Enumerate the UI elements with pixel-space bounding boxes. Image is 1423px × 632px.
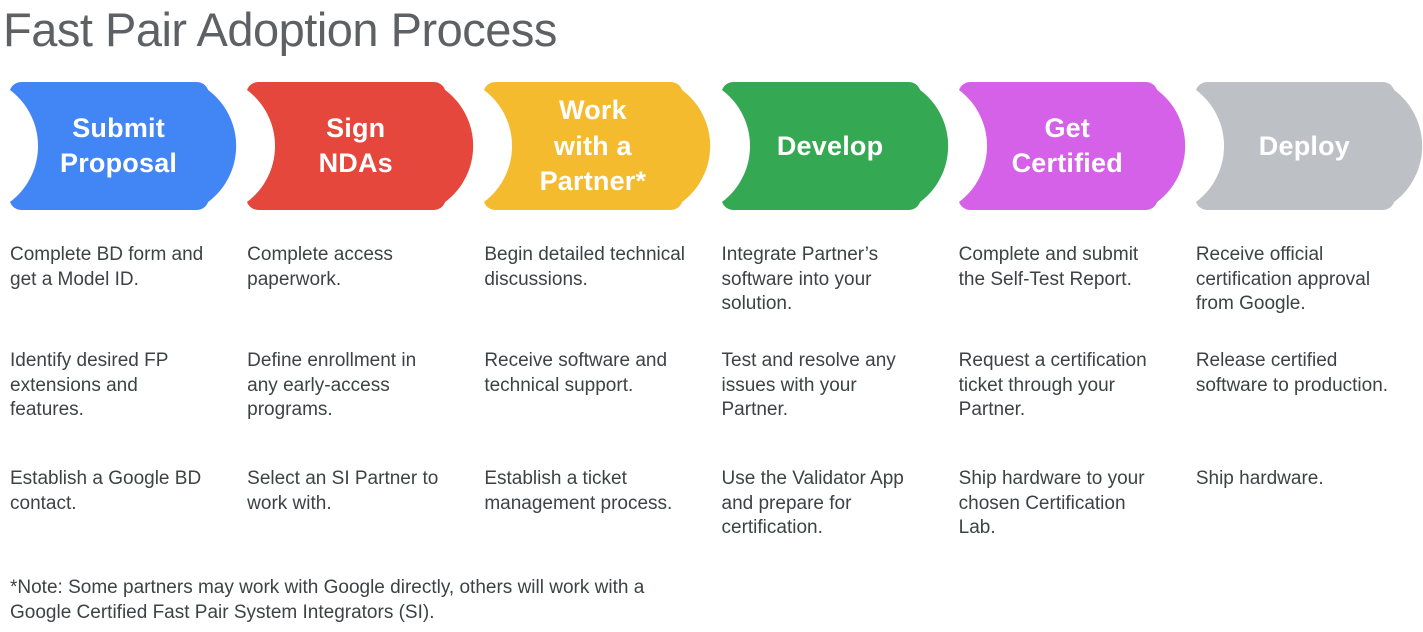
stage-banner: Sign NDAs [237, 82, 474, 211]
stage-step: Receive official certification approval … [1195, 244, 1371, 315]
stage-title: Get Certified [1011, 112, 1123, 179]
stage-step: Receive software and technical support. [484, 350, 668, 396]
stage-step: Define enrollment in any early-access pr… [247, 350, 417, 421]
banner-shape-icon [484, 82, 711, 211]
banner-shape-icon [247, 82, 474, 211]
footnote: *Note: Some partners may work with Googl… [10, 576, 645, 624]
stage-banner: Work with a Partner* [474, 82, 711, 211]
stage-step: Test and resolve any issues with your Pa… [721, 350, 896, 421]
stage-step: Establish a ticket management process. [484, 468, 673, 514]
page-title: Fast Pair Adoption Process [3, 3, 557, 56]
process-flow: Submit Proposal Complete BD form and get… [0, 82, 1423, 541]
stage-step: Release certified software to production… [1195, 350, 1389, 396]
stage-step: Use the Validator App and prepare for ce… [721, 468, 904, 539]
stage-title: Develop [776, 130, 884, 161]
stage-step: Complete and submit the Self-Test Report… [958, 244, 1139, 290]
stage-title: Sign NDAs [318, 112, 393, 179]
stage-title: Submit Proposal [60, 112, 178, 179]
stage-step: Ship hardware to your chosen Certificati… [958, 468, 1145, 539]
banner-shape-icon [10, 82, 237, 211]
banner-shape-icon [958, 82, 1185, 211]
stage-step: Begin detailed technical discussions. [484, 244, 686, 290]
stage-step: Select an SI Partner to work with. [247, 468, 439, 514]
stage-step: Complete BD form and get a Model ID. [10, 244, 204, 290]
stage-step: Ship hardware. [1195, 468, 1324, 490]
stage-step: Request a certification ticket through y… [958, 350, 1147, 421]
stage-banner: Develop [712, 82, 949, 211]
stage-step: Integrate Partner’s software into your s… [721, 244, 879, 315]
stage-banner: Deploy [1186, 82, 1423, 211]
stage-banner: Submit Proposal [0, 82, 237, 211]
stage-banner: Get Certified [949, 82, 1186, 211]
banner-shape-icon [1195, 82, 1422, 211]
banner-shape-icon [721, 82, 948, 211]
stage-step: Identify desired FP extensions and featu… [10, 350, 169, 421]
stage-step: Complete access paperwork. [247, 244, 393, 290]
stage-title: Deploy [1258, 130, 1351, 161]
stage-step: Establish a Google BD contact. [10, 468, 202, 514]
stage-title: Work with a Partner* [539, 95, 647, 197]
